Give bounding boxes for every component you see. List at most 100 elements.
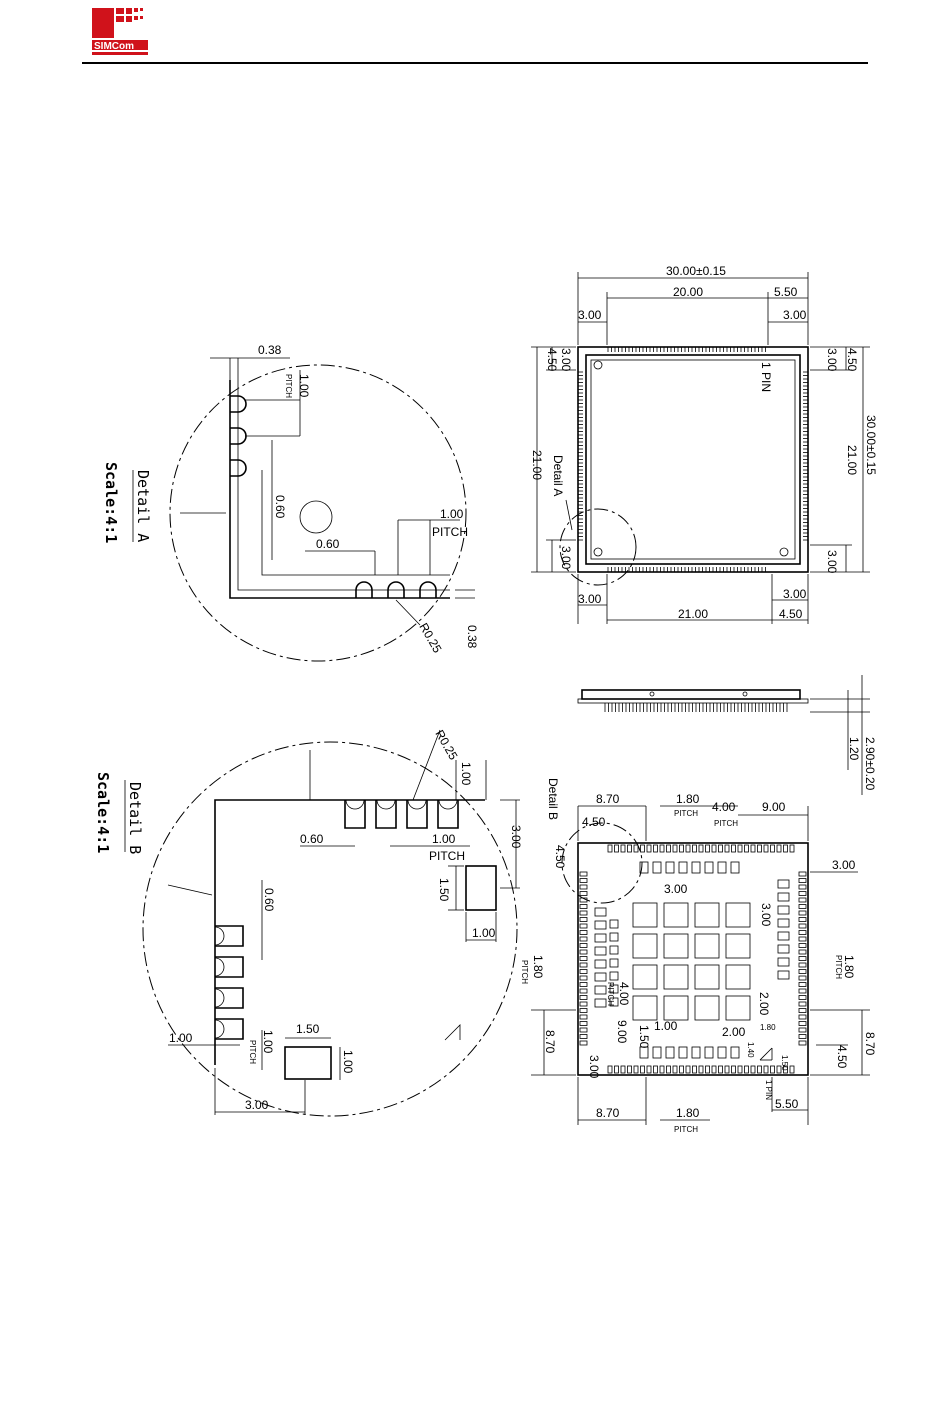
detail-b-d1: 1.00 [459, 762, 473, 786]
edge-pad [798, 923, 807, 929]
edge-pad [653, 1065, 658, 1074]
inner-pad [777, 931, 790, 941]
edge-pad [783, 844, 788, 853]
bv-bottom-pitch: 1.80 [676, 1106, 700, 1120]
inner-pad [777, 879, 790, 889]
side-view: 2.90±0.20 1.20 [577, 675, 877, 795]
detail-b-d11: 1.00 [169, 1031, 193, 1045]
bottom-span: 21.00 [678, 607, 708, 621]
edge-pad [659, 1065, 665, 1074]
bv-top-left: 8.70 [596, 792, 620, 806]
detail-b-d5: 1.50 [437, 878, 451, 902]
inner-pad [777, 905, 790, 915]
thermal-pad [694, 933, 720, 959]
edge-pad [724, 844, 730, 853]
edge-pad [798, 1034, 807, 1039]
thermal-pad [725, 995, 751, 1021]
bv-inner-h2: 2.00 [757, 992, 771, 1016]
bv-inner-v4: 1.40 [746, 1042, 755, 1058]
bv-inner-h1: 1.00 [654, 1019, 678, 1033]
header-rule [82, 62, 868, 64]
detail-b-d7: 0.60 [262, 888, 276, 912]
edge-pad [750, 844, 756, 853]
top-right-inner: 3.00 [783, 308, 807, 322]
edge-pad [798, 904, 807, 909]
detail-b-title: Detail B [126, 782, 144, 854]
right-top: 3.00 [825, 348, 839, 372]
edge-pad [798, 936, 807, 942]
edge-pad [579, 988, 588, 994]
edge-pad [763, 844, 769, 853]
detail-b-d3: 1.00 [432, 832, 456, 846]
detail-a-d6: 0.38 [465, 625, 479, 649]
thermal-pad [694, 964, 720, 990]
edge-pad [718, 1065, 723, 1074]
top-pin-label: 1 PIN [759, 362, 773, 392]
detail-a-d5: 0.60 [316, 537, 340, 551]
bv-corner-inner: 4.50 [582, 815, 606, 829]
edge-pad [776, 844, 782, 853]
inner-pad [609, 945, 619, 955]
edge-pad [672, 844, 678, 853]
castellated-pad [387, 581, 405, 598]
edge-pad [646, 844, 652, 853]
edge-pad [666, 1065, 671, 1074]
edge-pad [679, 844, 684, 853]
detail-a-scale: Scale:4:1 [102, 462, 120, 543]
castellated-pad [406, 800, 428, 829]
thermal-pad [632, 902, 658, 928]
edge-pad [798, 975, 807, 981]
edge-pad [724, 1065, 730, 1074]
edge-pad [579, 917, 588, 922]
edge-pad [579, 891, 588, 896]
inner-pad [777, 918, 790, 928]
edge-pad [798, 969, 807, 974]
pad-arc [438, 799, 458, 810]
edge-pad [798, 949, 807, 955]
bv-corner-side: 4.50 [553, 845, 567, 869]
detail-b-d9-pitch: PITCH [248, 1040, 257, 1064]
pad-arc [376, 799, 396, 810]
bv-top-right: 9.00 [762, 800, 786, 814]
detail-a-d3: 0.60 [273, 495, 287, 519]
left-span: 21.00 [530, 450, 544, 480]
detail-b-d4: 3.00 [509, 825, 523, 849]
detail-b-d3-pitch: PITCH [429, 849, 465, 863]
edge-pad [579, 1040, 588, 1046]
right-bottom: 3.00 [825, 550, 839, 574]
right-top-outer: 4.50 [845, 348, 859, 372]
detail-a-radius: R0.25 [416, 621, 444, 656]
top-left: 3.00 [578, 308, 602, 322]
edge-pad [620, 1065, 626, 1074]
edge-pad [698, 844, 704, 853]
detail-a-d4: 1.00 [440, 507, 464, 521]
inner-pad [704, 1046, 714, 1059]
inner-pad [609, 984, 619, 994]
simcom-logo-icon: SIMCom [92, 8, 148, 55]
edge-pad [798, 1027, 807, 1033]
thermal-pad [694, 902, 720, 928]
bv-left-bottom: 3.00 [587, 1055, 601, 1079]
edge-pad [579, 1014, 588, 1020]
edge-pad [685, 844, 691, 853]
bv-inner-h4: 1.80 [760, 1023, 776, 1032]
inner-pad [777, 892, 790, 902]
detail-b-d10: 1.00 [341, 1050, 355, 1074]
castellated-pad [215, 1018, 244, 1040]
edge-pad [770, 844, 775, 853]
bv-inner-v1-pitch: PITCH [606, 982, 615, 1006]
inner-pad [594, 933, 607, 943]
edge-pad [653, 844, 658, 853]
edge-pad [579, 1021, 588, 1026]
bv-top-mid: 4.00 [712, 800, 736, 814]
inner-pad [665, 1046, 675, 1059]
edge-pad [798, 1021, 807, 1026]
edge-pad [711, 844, 717, 853]
bv-right-pitch-label: PITCH [834, 955, 843, 979]
castellated-pad [230, 395, 247, 413]
inner-pad [777, 957, 790, 967]
edge-pad [798, 917, 807, 922]
edge-pad [579, 930, 588, 935]
castellated-pad [215, 987, 244, 1009]
left-bottom: 3.00 [559, 546, 573, 570]
